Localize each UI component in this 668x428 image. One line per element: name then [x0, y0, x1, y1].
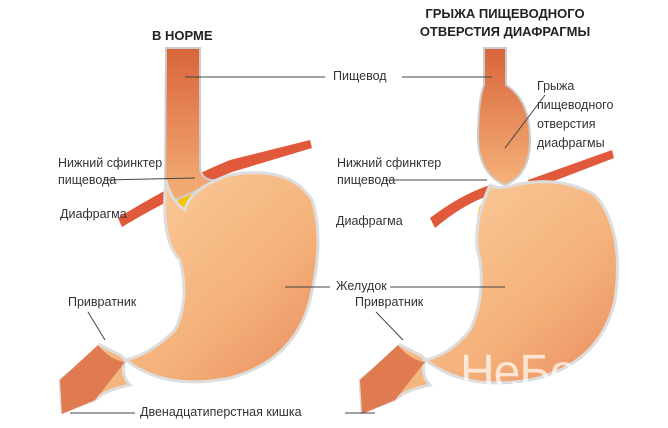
normal-stomach [58, 47, 320, 415]
label-hernia-line: диафрагмы [537, 136, 605, 150]
label-hernia-line: отверстия [537, 117, 596, 131]
label-hernia: Грыжа пищеводного отверстия диафрагмы [537, 77, 613, 153]
label-line: пищевода [58, 173, 117, 187]
title-hernia-line1: ГРЫЖА ПИЩЕВОДНОГО [425, 6, 585, 21]
title-normal: В НОРМЕ [152, 28, 213, 43]
duodenum-right [360, 345, 425, 414]
diaphragm-right-upper [528, 150, 614, 190]
leader-lines [70, 76, 546, 414]
hernia-stomach [358, 47, 619, 415]
stomach-left [58, 171, 320, 415]
stomach-right [358, 180, 619, 415]
label-stomach: Желудок [336, 279, 387, 293]
diaphragm-right [430, 185, 490, 228]
label-line: пищевода [337, 173, 396, 187]
label-hernia-line: пищеводного [537, 98, 614, 112]
label-diaphragm-right: Диафрагма [336, 214, 403, 228]
label-sphincter-right: Нижний сфинктер пищевода [337, 155, 441, 189]
label-pylorus-right: Привратник [355, 295, 424, 309]
title-hernia: ГРЫЖА ПИЩЕВОДНОГО ОТВЕРСТИЯ ДИАФРАГМЫ [405, 5, 605, 41]
label-duodenum: Двенадцатиперстная кишка [140, 405, 302, 419]
label-diaphragm-left: Диафрагма [60, 207, 127, 221]
diaphragm-left [118, 140, 312, 227]
label-pylorus-left: Привратник [68, 295, 137, 309]
label-hernia-line: Грыжа [537, 79, 575, 93]
title-hernia-line2: ОТВЕРСТИЯ ДИАФРАГМЫ [419, 24, 591, 39]
label-line: Нижний сфинктер [58, 156, 163, 170]
esophagus-right [476, 47, 532, 187]
label-esophagus: Пищевод [333, 69, 387, 83]
duodenum-left [60, 345, 125, 414]
label-line: Нижний сфинктер [337, 156, 442, 170]
watermark: НеБоле [460, 346, 628, 399]
label-sphincter-left: Нижний сфинктер пищевода [58, 155, 162, 189]
